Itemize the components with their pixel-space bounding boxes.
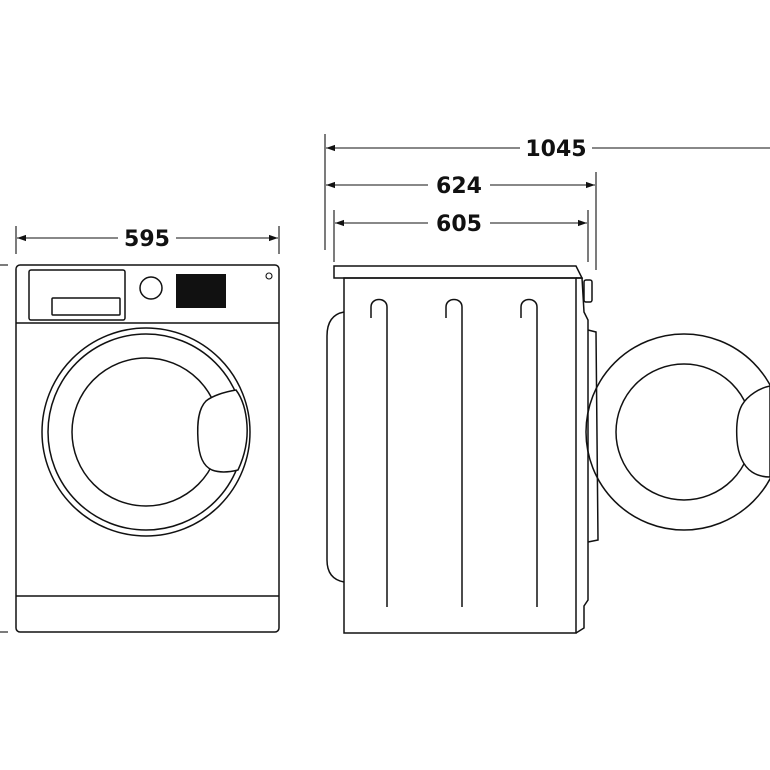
side-body <box>343 277 577 634</box>
open-door-outer-ring <box>585 333 770 531</box>
open-door <box>585 333 770 531</box>
dimension-label-total-depth: 1045 <box>525 137 586 162</box>
detergent-drawer <box>28 269 126 321</box>
drawer-handle <box>51 297 121 316</box>
open-door-glass <box>615 363 753 501</box>
display-panel <box>176 274 226 308</box>
dimension-label-depth-with-door: 624 <box>436 174 482 199</box>
front-cabinet <box>15 264 280 633</box>
connector-knob <box>583 279 593 303</box>
side-rib-3 <box>520 298 538 607</box>
open-door-handle <box>735 385 770 478</box>
dimension-front-width: 595 <box>15 226 280 254</box>
dimension-total-depth: 1045 <box>324 134 770 250</box>
dimension-label-front-width: 595 <box>124 227 170 252</box>
dimension-body-depth: 605 <box>333 210 589 262</box>
dimension-depth-with-door: 624 <box>326 172 597 270</box>
side-view <box>326 265 599 634</box>
front-profile <box>575 277 589 634</box>
rear-bumper <box>326 311 345 583</box>
door-side-profile <box>587 329 599 543</box>
indicator-light <box>265 272 273 280</box>
side-rib-1 <box>370 298 388 607</box>
front-view <box>0 264 280 633</box>
door-handle <box>196 389 248 473</box>
side-rib-2 <box>445 298 463 607</box>
door-outer-ring <box>41 327 251 537</box>
program-knob <box>139 276 163 300</box>
top-cover <box>333 265 584 279</box>
dimension-label-body-depth: 605 <box>436 212 482 237</box>
